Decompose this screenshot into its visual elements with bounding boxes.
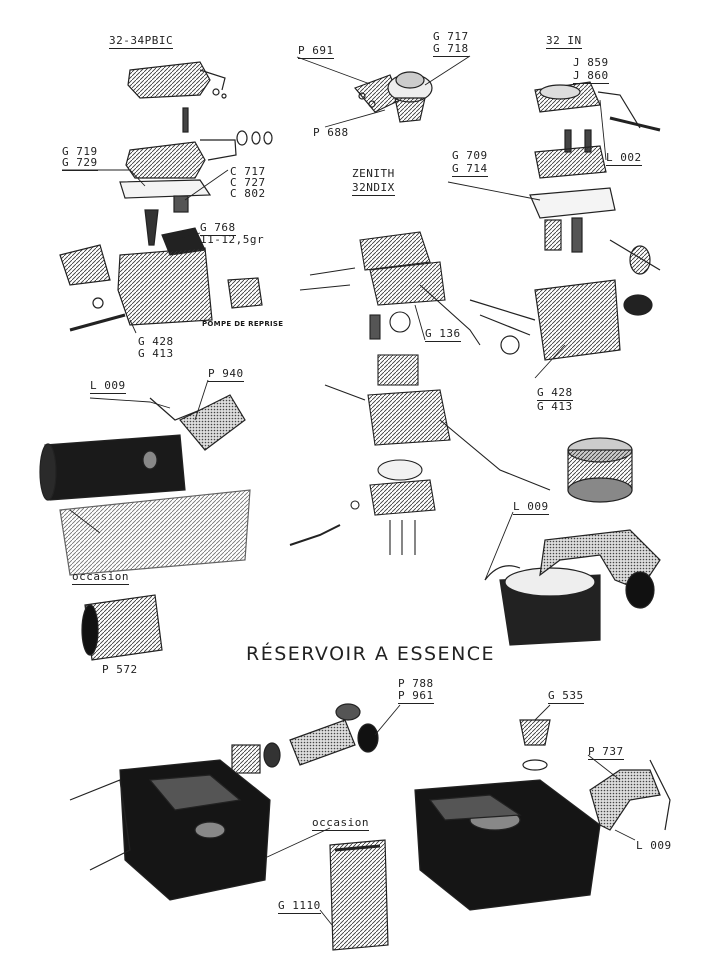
part-label-g719: G 719 <box>62 145 98 158</box>
part-label-g413-left: G 413 <box>138 347 174 360</box>
occasion-label-bottom: occasion <box>312 816 369 831</box>
filler-cap-g535 <box>519 719 551 771</box>
part-label-g729: G 729 <box>62 156 98 171</box>
round-filter-element <box>567 437 633 503</box>
air-filter-box <box>484 529 661 646</box>
part-label-g768: G 768 <box>200 221 236 236</box>
part-label-g535: G 535 <box>548 689 584 704</box>
part-label-g718: G 718 <box>433 42 469 57</box>
part-label-p961: P 961 <box>398 689 434 704</box>
carburetor-zenith-32ndix <box>289 231 551 555</box>
section-label-zenith: ZENITH <box>352 167 395 180</box>
part-label-p737: P 737 <box>588 745 624 760</box>
part-label-c802: C 802 <box>230 187 266 200</box>
part-label-g714: G 714 <box>452 162 488 177</box>
carburetor-32in <box>469 81 661 361</box>
part-label-g413-right: G 413 <box>537 400 573 413</box>
part-label-g1110: G 1110 <box>278 899 321 914</box>
breather-pipe-p737 <box>589 759 671 831</box>
part-label-p572: P 572 <box>102 663 138 676</box>
part-label-l009-top: L 009 <box>90 379 126 394</box>
section-label-32-34pbic: 32-34PBIC <box>109 34 174 49</box>
part-label-p940: P 940 <box>208 367 244 382</box>
part-label-l009-mid: L 009 <box>513 500 549 515</box>
part-label-l002: L 002 <box>606 151 642 166</box>
part-label-g717: G 717 <box>433 30 469 43</box>
pompe-de-reprise-label: POMPE DE REPRISE <box>202 320 284 328</box>
fuel-tank-right <box>414 779 601 911</box>
fuel-tank-left <box>69 759 271 901</box>
part-label-l009-bottom: L 009 <box>636 839 672 852</box>
occasion-label-top: occasion <box>72 570 129 585</box>
part-label-g136: G 136 <box>425 327 461 342</box>
tank-section-title: RÉSERVOIR A ESSENCE <box>246 643 496 665</box>
part-label-g428-left: G 428 <box>138 335 174 348</box>
part-label-c727: C 727 <box>230 176 266 189</box>
part-label-j859: J 859 <box>573 56 609 69</box>
part-label-p691: P 691 <box>298 44 334 59</box>
filter-element-p572 <box>81 594 163 661</box>
jerrycan-g1110 <box>329 839 389 951</box>
leader-lines <box>62 55 636 926</box>
part-label-g709: G 709 <box>452 149 488 162</box>
fuel-pump <box>353 71 433 123</box>
part-label-p788: P 788 <box>398 677 434 690</box>
part-label-c717: C 717 <box>230 165 266 178</box>
section-label-32in: 32 IN <box>546 34 582 49</box>
carburetor-32-34pbic <box>59 61 273 332</box>
air-filter-assembly <box>39 394 251 576</box>
part-label-p688: P 688 <box>313 126 349 139</box>
part-label-g428-right: G 428 <box>537 386 573 401</box>
part-label-j860: J 860 <box>573 69 609 84</box>
filler-neck-assembly <box>231 703 379 774</box>
part-weight-label: 11-12,5gr <box>200 233 265 246</box>
section-label-32ndix: 32NDIX <box>352 181 395 196</box>
